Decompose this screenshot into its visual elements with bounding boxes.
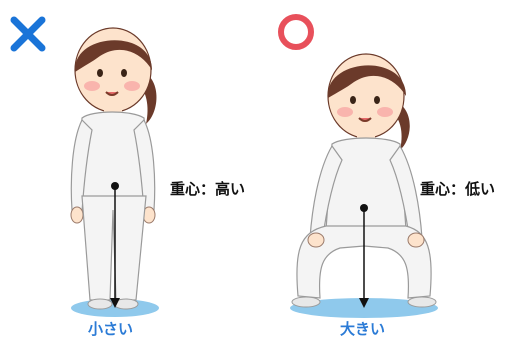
squatting-figure <box>278 14 438 318</box>
cross-mark-icon <box>10 16 46 52</box>
panel-incorrect-posture: 重心：高い 小さい <box>10 16 246 338</box>
center-of-gravity-label-low: 重心：低い <box>420 180 496 198</box>
standing-figure <box>10 16 159 317</box>
base-label-small: 小さい <box>88 320 134 338</box>
base-label-large: 大きい <box>340 320 386 338</box>
center-of-gravity-label-high: 重心：高い <box>170 180 246 198</box>
circle-mark-icon <box>278 14 314 50</box>
panel-correct-posture: 重心：低い 大きい <box>260 0 520 342</box>
